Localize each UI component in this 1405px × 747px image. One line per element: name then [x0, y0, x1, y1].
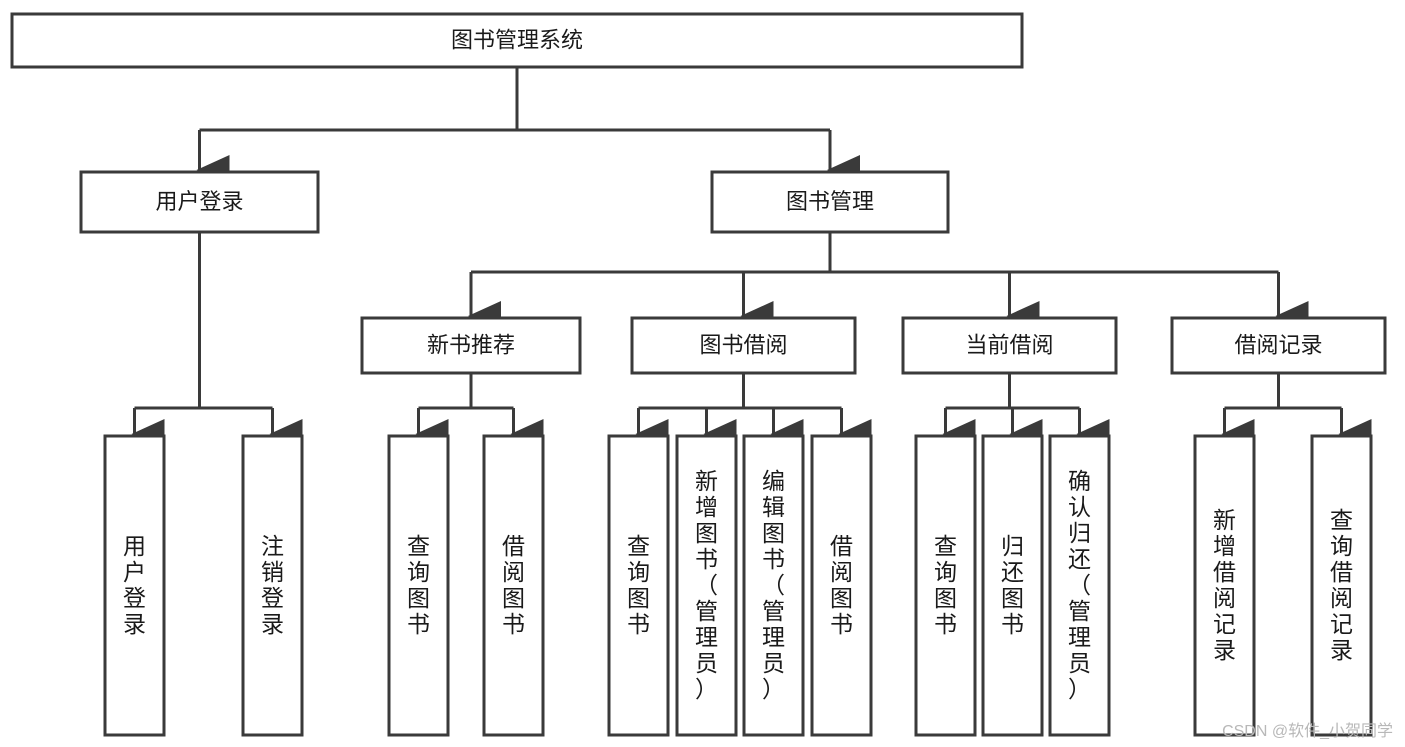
node-user-login[interactable]: 用户登录: [79, 170, 320, 234]
node-label-user-logout-leaf: 注销登录: [261, 533, 284, 637]
node-box-user-login: [79, 170, 320, 234]
node-query-book-1[interactable]: 查询图书: [387, 434, 450, 737]
node-root[interactable]: 图书管理系统: [10, 12, 1024, 69]
node-box-add-borrow-record: [1193, 434, 1256, 737]
node-edit-book-admin[interactable]: 编辑图书（管理员）: [742, 434, 805, 737]
node-box-add-book-admin: [675, 434, 738, 737]
node-user-login-leaf[interactable]: 用户登录: [103, 434, 166, 737]
node-box-borrow-book-1: [482, 434, 545, 737]
node-box-borrow-record: [1170, 316, 1387, 375]
node-box-query-borrow-record: [1310, 434, 1373, 737]
node-box-edit-book-admin: [742, 434, 805, 737]
node-borrow-record[interactable]: 借阅记录: [1170, 316, 1387, 375]
node-label-query-book-2: 查询图书: [627, 533, 650, 637]
node-query-borrow-record[interactable]: 查询借阅记录: [1310, 434, 1373, 737]
node-borrow-book-2[interactable]: 借阅图书: [810, 434, 873, 737]
node-box-current-borrow: [901, 316, 1118, 375]
node-current-borrow[interactable]: 当前借阅: [901, 316, 1118, 375]
node-box-confirm-return-admin: [1048, 434, 1111, 737]
node-boxes: 图书管理系统用户登录图书管理用户登录注销登录新书推荐查询图书借阅图书图书借阅查询…: [10, 12, 1387, 737]
node-label-book-borrow: 图书借阅: [699, 332, 787, 357]
node-box-return-book: [981, 434, 1044, 737]
node-label-edit-book-admin: 编辑图书（管理员）: [762, 468, 785, 702]
node-label-add-borrow-record: 新增借阅记录: [1213, 507, 1236, 663]
node-box-user-login-leaf: [103, 434, 166, 737]
watermark-text: CSDN @软件_小贺同学: [1222, 723, 1393, 740]
node-label-new-book-recommend: 新书推荐: [427, 332, 515, 357]
node-add-borrow-record[interactable]: 新增借阅记录: [1193, 434, 1256, 737]
node-label-root: 图书管理系统: [451, 27, 583, 52]
node-box-borrow-book-2: [810, 434, 873, 737]
node-label-current-borrow: 当前借阅: [965, 332, 1053, 357]
node-box-query-book-2: [607, 434, 670, 737]
node-label-query-book-3: 查询图书: [934, 533, 957, 637]
node-box-query-book-1: [387, 434, 450, 737]
node-box-query-book-3: [914, 434, 977, 737]
node-box-book-borrow: [630, 316, 857, 375]
node-label-confirm-return-admin: 确认归还（管理员）: [1068, 468, 1091, 702]
node-label-borrow-book-1: 借阅图书: [502, 533, 525, 637]
node-new-book-recommend[interactable]: 新书推荐: [360, 316, 582, 375]
node-label-query-book-1: 查询图书: [407, 533, 430, 637]
node-book-borrow[interactable]: 图书借阅: [630, 316, 857, 375]
connector-lines: [131, 67, 1372, 449]
node-label-book-manage: 图书管理: [786, 189, 874, 214]
node-box-new-book-recommend: [360, 316, 582, 375]
node-query-book-3[interactable]: 查询图书: [914, 434, 977, 737]
node-label-user-login: 用户登录: [155, 189, 243, 214]
node-label-return-book: 归还图书: [1001, 533, 1024, 637]
node-label-add-book-admin: 新增图书（管理员）: [695, 468, 718, 702]
node-label-borrow-book-2: 借阅图书: [830, 533, 853, 637]
node-user-logout-leaf[interactable]: 注销登录: [241, 434, 304, 737]
node-add-book-admin[interactable]: 新增图书（管理员）: [675, 434, 738, 737]
node-borrow-book-1[interactable]: 借阅图书: [482, 434, 545, 737]
node-label-borrow-record: 借阅记录: [1234, 332, 1322, 357]
node-label-query-borrow-record: 查询借阅记录: [1330, 507, 1353, 663]
node-book-manage[interactable]: 图书管理: [710, 170, 950, 234]
node-query-book-2[interactable]: 查询图书: [607, 434, 670, 737]
node-box-user-logout-leaf: [241, 434, 304, 737]
node-return-book[interactable]: 归还图书: [981, 434, 1044, 737]
node-box-book-manage: [710, 170, 950, 234]
node-box-root: [10, 12, 1024, 69]
node-confirm-return-admin[interactable]: 确认归还（管理员）: [1048, 434, 1111, 737]
node-label-user-login-leaf: 用户登录: [123, 533, 146, 637]
